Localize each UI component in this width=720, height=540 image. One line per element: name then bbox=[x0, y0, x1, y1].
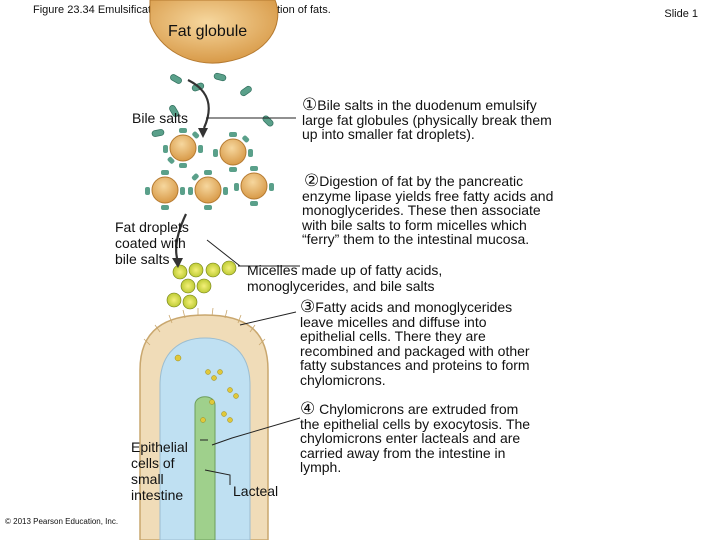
step-3: ③Fatty acids and monoglycerides leave mi… bbox=[300, 297, 530, 388]
fat-globule-label: Fat globule bbox=[168, 23, 248, 40]
microvilli bbox=[143, 307, 266, 346]
step-number: ④ bbox=[300, 399, 316, 418]
micelles bbox=[166, 260, 237, 310]
fat-droplets-label: Fat droplets coated with bile salts bbox=[115, 219, 189, 267]
copyright-notice: © 2013 Pearson Education, Inc. bbox=[5, 517, 119, 526]
fat-globule bbox=[149, 0, 279, 64]
bile-salt-molecules bbox=[151, 72, 274, 137]
micelles-label: Micelles made up of fatty acids, monogly… bbox=[247, 262, 443, 294]
bile-salts-label: Bile salts bbox=[132, 110, 189, 126]
step-number: ① bbox=[302, 95, 318, 114]
fat-droplets bbox=[145, 128, 274, 210]
lacteal-vessel bbox=[194, 396, 216, 540]
step-4: ④ Chylomicrons are extruded from the epi… bbox=[300, 399, 531, 475]
epithelial-cells-label: Epithelial cells of small intestine bbox=[131, 439, 188, 503]
step-number: ③ bbox=[300, 297, 316, 316]
chylomicrons bbox=[174, 354, 239, 423]
step-1: ①Bile salts in the duodenum emulsify lar… bbox=[302, 95, 552, 142]
lacteal-label: Lacteal bbox=[233, 483, 279, 499]
slide-label: Slide 1 bbox=[664, 8, 698, 20]
leader-lines bbox=[200, 117, 301, 485]
step-2: ②Digestion of fat by the pancreatic enzy… bbox=[302, 171, 554, 247]
step-number: ② bbox=[304, 171, 320, 190]
